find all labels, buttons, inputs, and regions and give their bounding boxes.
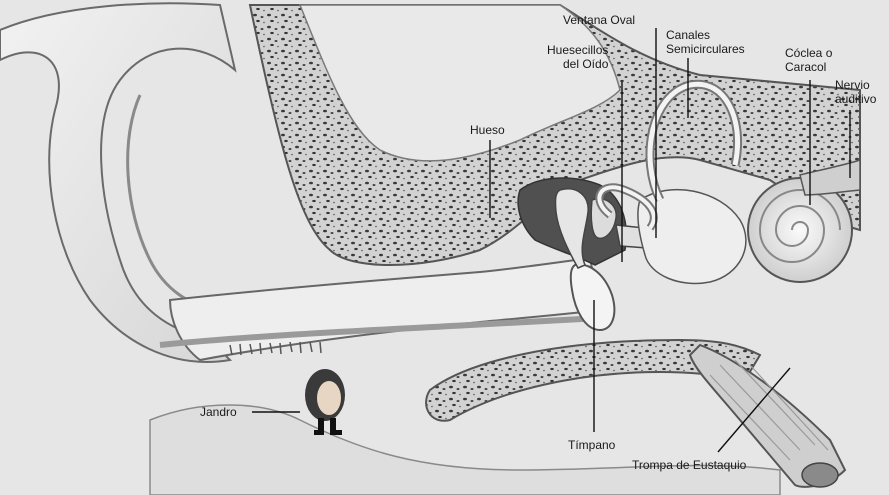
label-canales: Canales Semicirculares <box>666 28 745 56</box>
label-jandro: Jandro <box>200 405 237 419</box>
label-jandro-text: Jandro <box>200 405 237 419</box>
label-coclea-line1: Cóclea o <box>785 46 832 60</box>
jandro-leg-right <box>330 418 336 432</box>
label-nervio-line2: auditivo <box>835 92 876 106</box>
label-ventana-oval-text: Ventana Oval <box>563 13 635 27</box>
label-trompa-text: Trompa de Eustaquio <box>632 458 746 472</box>
label-nervio-line1: Nervio <box>835 78 876 92</box>
jandro-foot-left <box>314 430 324 435</box>
label-ventana-oval: Ventana Oval <box>563 13 635 27</box>
label-huesecillos-line1: Huesecillos <box>543 43 608 57</box>
label-coclea-line2: Caracol <box>785 60 832 74</box>
label-timpano-text: Tímpano <box>568 438 615 452</box>
label-hueso: Hueso <box>470 123 505 137</box>
eustachian-tube-opening <box>802 463 838 487</box>
label-canales-line1: Canales <box>666 28 745 42</box>
label-timpano: Tímpano <box>568 438 615 452</box>
label-hueso-text: Hueso <box>470 123 505 137</box>
jandro-face <box>317 381 341 415</box>
jandro-leg-left <box>318 418 324 432</box>
label-nervio: Nervio auditivo <box>835 78 876 106</box>
label-canales-line2: Semicirculares <box>666 42 745 56</box>
label-coclea: Cóclea o Caracol <box>785 46 832 74</box>
jandro-foot-right <box>330 430 342 435</box>
label-huesecillos-line2: del Oído <box>563 57 608 71</box>
label-huesecillos: Huesecillos del Oído <box>543 43 608 71</box>
cochlea <box>748 178 852 282</box>
label-trompa: Trompa de Eustaquio <box>632 458 746 472</box>
